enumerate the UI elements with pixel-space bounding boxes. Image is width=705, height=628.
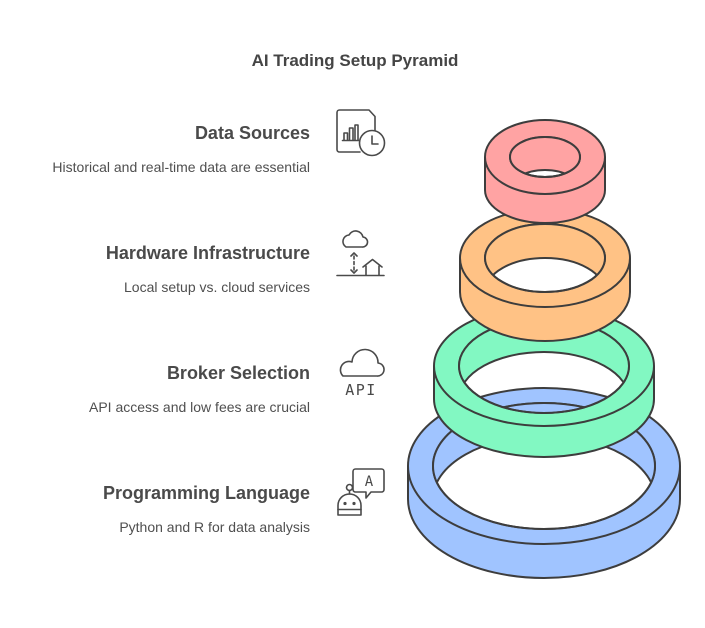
robot-head (337, 493, 362, 516)
level-description-hardware: Local setup vs. cloud services (124, 279, 310, 295)
cloud-glyph (339, 348, 385, 377)
level-description-data-sources: Historical and real-time data are essent… (52, 159, 310, 175)
ring-inner-wall (485, 224, 605, 292)
cloud-glyph (342, 230, 369, 248)
level-description-broker: API access and low fees are crucial (89, 399, 310, 415)
ring-inner-wall-bottom-edge (459, 351, 629, 413)
api-label: API (345, 381, 377, 399)
ring-top-front-edge (407, 465, 681, 545)
robot-eye-left (343, 501, 347, 506)
robot-speech-icon: A (337, 468, 385, 516)
document-outline (336, 109, 376, 153)
pyramid-rings (407, 119, 681, 579)
pyramid-ring-hardware (459, 208, 631, 342)
pyramid-ring-data-sources (484, 119, 606, 224)
ring-inner-wall-fill (510, 137, 580, 177)
speech-bubble (352, 468, 385, 499)
ring-inner-wall-fill (485, 224, 605, 292)
clock-face (358, 129, 386, 157)
ring-inner-wall-fill (459, 319, 629, 413)
speech-letter: A (365, 474, 374, 490)
ring-body (484, 119, 606, 224)
clock-hands (371, 135, 379, 145)
cloud-house-icon (336, 230, 385, 277)
document-chart-clock-icon (336, 109, 386, 157)
ring-top-front-edge (484, 156, 606, 195)
double-arrow-heads (350, 252, 358, 274)
house-glyph (362, 258, 383, 276)
cloud-api-icon: API (339, 348, 385, 399)
ring-top-front-edge (459, 257, 631, 308)
robot-eye-right (352, 501, 356, 506)
ring-top-front-edge (433, 365, 655, 427)
level-heading-programming: Programming Language (102, 483, 310, 503)
ring-inner-wall-bottom-edge (510, 169, 580, 177)
level-heading-broker: Broker Selection (166, 363, 310, 383)
ring-hole-rim (509, 136, 581, 178)
ring-hole-rim (432, 402, 656, 530)
ring-inner-wall-bottom-edge (485, 257, 605, 292)
level-heading-hardware: Hardware Infrastructure (105, 243, 310, 263)
diagram-title: AI Trading Setup Pyramid (251, 51, 459, 70)
level-description-programming: Python and R for data analysis (119, 519, 310, 535)
ring-inner-wall (510, 137, 580, 177)
bar-chart-glyph (341, 124, 360, 142)
level-heading-data-sources: Data Sources (194, 123, 310, 143)
ring-inner-wall (459, 319, 629, 413)
robot-antenna (345, 483, 354, 492)
